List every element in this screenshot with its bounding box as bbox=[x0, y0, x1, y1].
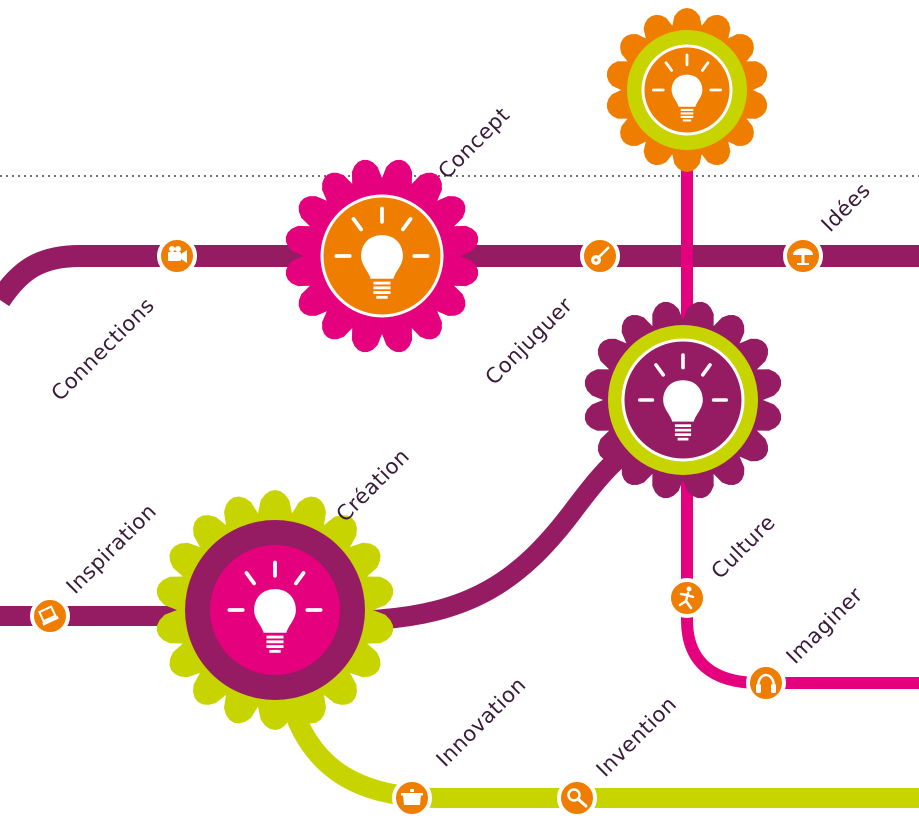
runner-icon bbox=[678, 586, 695, 610]
label-innovation: Innovation bbox=[432, 672, 531, 771]
station-culture[interactable] bbox=[667, 578, 707, 618]
gear-creation bbox=[156, 490, 394, 730]
bottom-lime-line bbox=[280, 697, 919, 808]
label-idees: Idées bbox=[817, 178, 876, 237]
gear-top-right bbox=[606, 8, 768, 172]
gear-concept bbox=[285, 159, 479, 353]
label-inspiration: Inspiration bbox=[62, 499, 162, 599]
station-idees[interactable] bbox=[783, 236, 823, 276]
station-invention[interactable] bbox=[557, 778, 597, 818]
label-concept: Concept bbox=[434, 103, 515, 184]
label-culture: Culture bbox=[707, 510, 781, 584]
label-imaginer: Imaginer bbox=[782, 583, 868, 669]
magnifier-icon bbox=[567, 788, 588, 808]
station-inspiration[interactable] bbox=[30, 596, 70, 636]
label-invention: Invention bbox=[592, 692, 682, 782]
label-connections: Connections bbox=[47, 293, 160, 406]
guitar-icon bbox=[591, 246, 610, 265]
label-conjuguer: Conjuguer bbox=[481, 293, 578, 390]
station-imaginer[interactable] bbox=[746, 663, 786, 703]
gear-culture bbox=[584, 301, 782, 499]
laptop-icon bbox=[38, 605, 59, 626]
station-innovation[interactable] bbox=[392, 778, 432, 818]
station-connections[interactable] bbox=[157, 236, 197, 276]
cooking-pot-icon bbox=[401, 789, 423, 805]
film-camera-icon bbox=[168, 246, 187, 263]
tree-icon bbox=[793, 248, 813, 265]
headphones-icon bbox=[756, 673, 776, 693]
label-creation: Création bbox=[332, 444, 415, 527]
station-conjuguer[interactable] bbox=[580, 236, 620, 276]
top-purple-line bbox=[0, 245, 919, 307]
